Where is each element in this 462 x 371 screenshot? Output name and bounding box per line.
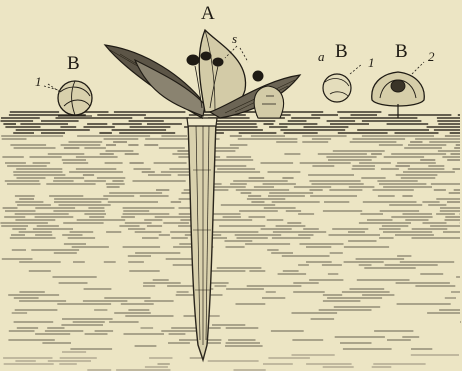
water-hatching xyxy=(0,112,461,370)
label-b-mid: B xyxy=(335,42,348,61)
left-inner-leaf xyxy=(135,60,205,116)
label-b-left: B xyxy=(67,54,80,73)
marker-1-left: 1 xyxy=(35,75,42,88)
floating-bud-right xyxy=(323,64,362,102)
marker-a: a xyxy=(318,50,325,63)
submerged-stalk xyxy=(187,118,217,360)
small-bud-on-stem xyxy=(254,86,283,118)
floating-flower-right xyxy=(372,62,425,118)
label-b-right: B xyxy=(395,42,408,61)
floating-bud-left xyxy=(48,81,92,116)
marker-1-mid: 1 xyxy=(368,56,375,69)
marker-2: 2 xyxy=(428,50,435,63)
marker-s: s xyxy=(232,32,237,45)
label-a: A xyxy=(201,4,215,23)
